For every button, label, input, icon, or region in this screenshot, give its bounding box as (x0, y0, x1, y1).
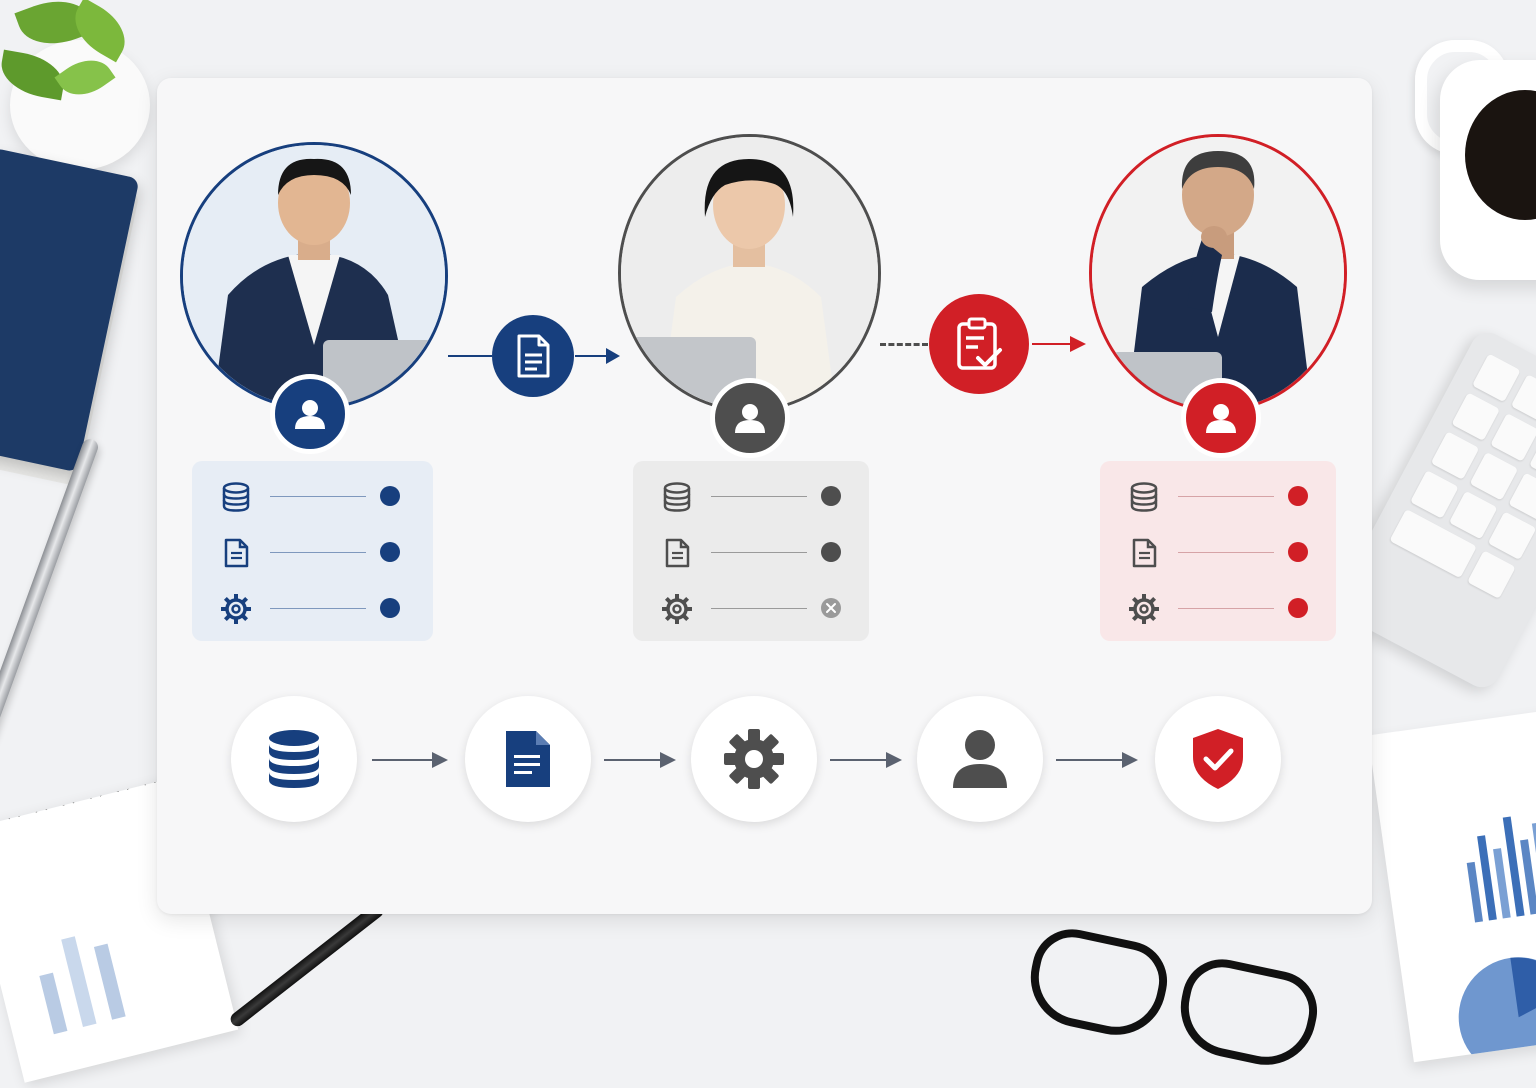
flow-arrow-line (372, 759, 434, 761)
report-chart (1458, 816, 1536, 1078)
document-icon (517, 334, 550, 378)
employee-badge (270, 374, 350, 454)
gear-icon (724, 729, 784, 789)
report-sheet (1368, 707, 1536, 1078)
arrow-right-icon (606, 348, 620, 364)
user-icon (953, 730, 1007, 788)
gear-icon (662, 594, 692, 624)
checklist-row (1100, 477, 1336, 517)
checklist-row (1100, 533, 1336, 573)
handoff-review-node (929, 294, 1029, 394)
flow-step-document (465, 696, 591, 822)
flow-arrow-line (830, 759, 888, 761)
checklist-row (192, 589, 433, 629)
silver-pen (0, 436, 101, 744)
user-icon (1206, 404, 1236, 433)
employee-checklist-panel (192, 461, 433, 641)
status-dot-complete (380, 542, 400, 562)
gear-icon (221, 594, 251, 624)
arrow-right-icon (886, 752, 902, 768)
checklist-row (633, 477, 869, 517)
black-pen (227, 900, 387, 1030)
status-dot-failed (821, 598, 841, 618)
arrow-right-icon (1070, 336, 1086, 352)
arrow-right-icon (1122, 752, 1138, 768)
handoff-line (448, 355, 492, 357)
glasses-lens-right (1171, 951, 1325, 1075)
reviewer-checklist-panel (633, 461, 869, 641)
status-dot-complete (380, 598, 400, 618)
document-icon (665, 538, 690, 568)
reviewer-badge (710, 378, 790, 458)
close-icon (826, 603, 836, 613)
database-icon (663, 482, 691, 512)
checklist-row (192, 477, 433, 517)
flow-step-user (917, 696, 1043, 822)
gear-icon (1129, 594, 1159, 624)
handoff-dashed-line (880, 343, 928, 346)
shield-check-icon (1193, 729, 1243, 789)
arrow-right-icon (432, 752, 448, 768)
status-dot-complete (821, 486, 841, 506)
handoff-document-node (492, 315, 574, 397)
notebook (0, 147, 140, 473)
manager-badge (1181, 378, 1261, 458)
checklist-row (633, 533, 869, 573)
flow-step-database (231, 696, 357, 822)
handoff-line (575, 355, 609, 357)
flow-arrow-line (1056, 759, 1124, 761)
database-icon (269, 730, 319, 788)
clipboard-check-icon (957, 317, 1002, 370)
flow-step-settings (691, 696, 817, 822)
reviewer-portrait (618, 134, 881, 412)
manager-portrait (1089, 134, 1347, 412)
status-dot-complete (821, 542, 841, 562)
checklist-row (633, 589, 869, 629)
arrow-right-icon (660, 752, 676, 768)
document-icon (1132, 538, 1157, 568)
document-icon (224, 538, 249, 568)
checklist-row (192, 533, 433, 573)
document-icon (506, 731, 550, 787)
checklist-row (1100, 589, 1336, 629)
manager-checklist-panel (1100, 461, 1336, 641)
status-dot-complete (1288, 598, 1308, 618)
flow-arrow-line (604, 759, 662, 761)
glasses-lens-left (1021, 921, 1175, 1045)
status-dot-complete (1288, 542, 1308, 562)
user-icon (735, 404, 765, 433)
user-icon (295, 400, 325, 429)
status-dot-complete (1288, 486, 1308, 506)
database-icon (222, 482, 250, 512)
status-dot-complete (380, 486, 400, 506)
database-icon (1130, 482, 1158, 512)
employee-portrait (180, 142, 448, 410)
flow-step-approved (1155, 696, 1281, 822)
handoff-line (1032, 343, 1072, 345)
